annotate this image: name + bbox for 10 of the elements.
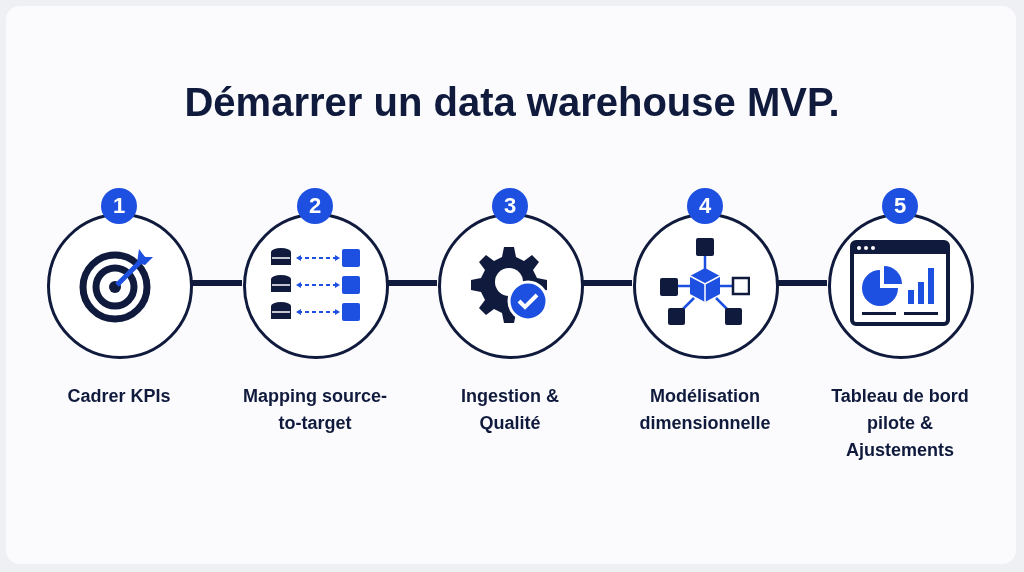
connector-line [778, 280, 827, 286]
step-label: Tableau de bord pilote & Ajustements [830, 385, 970, 462]
step-label: Modélisation dimensionnelle [638, 385, 772, 435]
step-label: Ingestion & Qualité [460, 385, 560, 435]
connector-line [583, 280, 632, 286]
connector-line [388, 280, 437, 286]
step-label: Mapping source-to-target [242, 385, 388, 435]
connector-line [192, 280, 242, 286]
title: Démarrer un data warehouse MVP. [183, 80, 841, 125]
step-label: Cadrer KPIs [66, 385, 172, 408]
